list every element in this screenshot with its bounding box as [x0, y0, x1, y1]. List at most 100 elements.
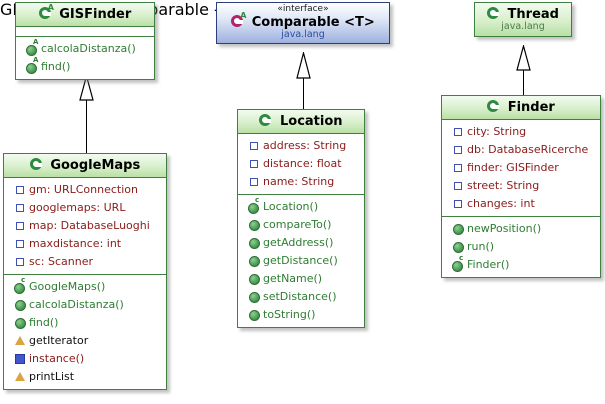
member-label: run()	[467, 240, 495, 254]
attribute-row[interactable]: gm: URLConnection	[4, 181, 166, 199]
attribute-row[interactable]: finder: GISFinder	[442, 159, 600, 177]
attribute-label: gm: URLConnection	[29, 183, 138, 197]
class-name-thread: Thread	[507, 7, 559, 22]
attribute-label: finder: GISFinder	[467, 161, 559, 175]
attributes-compartment-googlemaps: gm: URLConnection googlemaps: URL map: D…	[4, 178, 166, 275]
member-row[interactable]: calcolaDistanza()	[4, 296, 166, 314]
generalization-line-finder-thread	[523, 70, 524, 97]
attribute-row[interactable]: sc: Scanner	[4, 253, 166, 271]
class-title-finder: Finder	[446, 99, 596, 115]
attribute-row[interactable]: changes: int	[442, 195, 600, 213]
member-row[interactable]: GoogleMaps()	[4, 277, 166, 296]
stereotype-label: «interface»	[277, 4, 329, 14]
public-method-icon	[14, 315, 29, 330]
attribute-row[interactable]: address: String	[238, 137, 364, 155]
class-title-location: Location	[242, 113, 360, 129]
member-row[interactable]: getName()	[238, 270, 364, 288]
attribute-row[interactable]: street: String	[442, 177, 600, 195]
attributes-compartment-gisfinder	[16, 27, 154, 37]
attribute-label: address: String	[263, 139, 347, 153]
class-header-gisfinder: A GISFinder	[16, 3, 154, 27]
interface-header-comparable: «interface» A Comparable <T> java.lang	[217, 3, 389, 44]
methods-compartment-gisfinder: calcolaDistanza() find()	[16, 37, 154, 79]
member-row[interactable]: calcolaDistanza()	[16, 39, 154, 58]
attribute-row[interactable]: name: String	[238, 173, 364, 191]
attribute-row[interactable]: googlemaps: URL	[4, 199, 166, 217]
member-label: compareTo()	[263, 218, 332, 232]
private-field-icon	[14, 200, 29, 215]
public-method-icon	[248, 289, 263, 304]
member-label: newPosition()	[467, 222, 542, 236]
package-label: java.lang	[501, 20, 545, 32]
member-label: instance()	[29, 352, 85, 366]
class-box-location[interactable]: Location address: String distance: float…	[237, 109, 365, 328]
attribute-row[interactable]: city: String	[442, 123, 600, 141]
member-label: getName()	[263, 272, 323, 286]
package-field-icon	[14, 351, 29, 366]
class-box-gisfinder[interactable]: A GISFinder calcolaDistanza() find()	[15, 2, 155, 80]
class-name-gisfinder: GISFinder	[59, 7, 132, 22]
constructor-icon	[14, 277, 29, 295]
generalization-line-googlemaps-gisfinder	[86, 96, 87, 156]
member-label: toString()	[263, 308, 316, 322]
member-row[interactable]: compareTo()	[238, 216, 364, 234]
member-row[interactable]: getIterator	[4, 332, 166, 350]
attribute-row[interactable]: maxdistance: int	[4, 235, 166, 253]
member-label: printList	[29, 370, 75, 384]
member-row[interactable]: Location()	[238, 197, 364, 216]
constructor-icon	[452, 255, 467, 273]
attribute-label: name: String	[263, 175, 335, 189]
abstract-class-icon: A	[38, 4, 55, 20]
private-field-icon	[452, 178, 467, 193]
class-header-thread: Thread java.lang	[475, 3, 571, 36]
constructor-icon	[248, 197, 263, 215]
member-label: find()	[41, 60, 71, 74]
member-row[interactable]: getAddress()	[238, 234, 364, 252]
abstract-method-icon	[26, 57, 41, 75]
private-field-icon	[248, 156, 263, 171]
member-label: GoogleMaps()	[29, 280, 106, 294]
member-row[interactable]: find()	[4, 314, 166, 332]
class-name-finder: Finder	[507, 100, 555, 115]
member-row[interactable]: printList	[4, 368, 166, 386]
attributes-compartment-location: address: String distance: float name: St…	[238, 134, 364, 195]
class-header-googlemaps: GoogleMaps	[4, 154, 166, 178]
interface-name-comparable: Comparable	[251, 15, 340, 31]
abstract-interface-icon: A	[231, 12, 247, 28]
attribute-label: changes: int	[467, 197, 535, 211]
attribute-row[interactable]: map: DatabaseLuoghi	[4, 217, 166, 235]
class-icon	[487, 6, 503, 20]
class-header-finder: Finder	[442, 96, 600, 120]
class-icon	[487, 99, 503, 113]
class-box-finder[interactable]: Finder city: String db: DatabaseRicerche…	[441, 95, 601, 278]
attribute-label: map: DatabaseLuoghi	[29, 219, 150, 233]
member-row[interactable]: newPosition()	[442, 220, 600, 238]
class-title-thread: Thread	[479, 6, 567, 22]
methods-compartment-googlemaps: GoogleMaps() calcolaDistanza() find() ge…	[4, 275, 166, 389]
public-method-icon	[248, 217, 263, 232]
member-row[interactable]: Finder()	[442, 255, 600, 274]
realization-line-location-comparable	[303, 78, 304, 110]
attribute-label: city: String	[467, 125, 527, 139]
interface-box-comparable[interactable]: «interface» A Comparable <T> java.lang	[216, 2, 390, 45]
member-row[interactable]: setDistance()	[238, 288, 364, 306]
attribute-row[interactable]: db: DatabaseRicerche	[442, 141, 600, 159]
attribute-label: db: DatabaseRicerche	[467, 143, 589, 157]
methods-compartment-finder: newPosition() run() Finder()	[442, 217, 600, 277]
attribute-row[interactable]: distance: float	[238, 155, 364, 173]
member-label: getDistance()	[263, 254, 338, 268]
methods-compartment-location: Location() compareTo() getAddress() getD…	[238, 195, 364, 327]
member-row[interactable]: instance()	[4, 350, 166, 368]
class-box-thread[interactable]: Thread java.lang	[474, 2, 572, 37]
member-label: calcolaDistanza()	[41, 42, 136, 56]
private-field-icon	[14, 218, 29, 233]
member-row[interactable]: getDistance()	[238, 252, 364, 270]
member-row[interactable]: toString()	[238, 306, 364, 324]
class-icon	[259, 113, 275, 127]
member-row[interactable]: run()	[442, 238, 600, 256]
member-row[interactable]: find()	[16, 57, 154, 76]
private-field-icon	[14, 236, 29, 251]
class-box-googlemaps[interactable]: GoogleMaps gm: URLConnection googlemaps:…	[3, 153, 167, 390]
class-title-googlemaps: GoogleMaps	[8, 157, 162, 173]
attribute-label: street: String	[467, 179, 540, 193]
